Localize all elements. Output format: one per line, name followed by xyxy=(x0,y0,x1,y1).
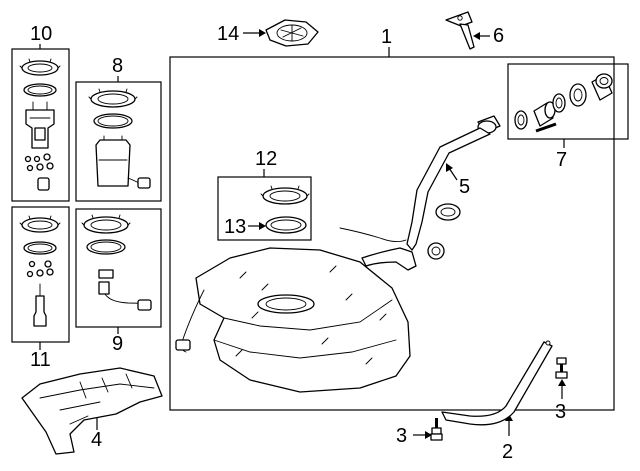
callout-12: 12 xyxy=(255,148,277,170)
callout-1: 1 xyxy=(381,26,392,48)
pump-cover-part-14 xyxy=(265,19,319,47)
callout-3-right: 3 xyxy=(555,401,566,423)
callout-10: 10 xyxy=(30,23,52,45)
box-fuel-tank-group xyxy=(169,56,615,411)
filler-pipe-part-5 xyxy=(339,115,501,271)
seal-kit-part-7 xyxy=(514,73,613,133)
lock-ring-part-12 xyxy=(260,185,310,205)
o-ring-part-13 xyxy=(265,216,307,234)
callout-14: 14 xyxy=(217,23,239,45)
callout-8: 8 xyxy=(112,55,123,77)
callout-9: 9 xyxy=(112,333,123,355)
box-part-7 xyxy=(507,63,629,140)
callout-4: 4 xyxy=(91,429,102,451)
heat-shield-part-4 xyxy=(21,367,163,455)
tank-strap-part-2 xyxy=(441,340,553,426)
level-sender-part-9 xyxy=(81,214,152,311)
pump-module-part-8 xyxy=(88,88,151,189)
fuel-tank-part-1 xyxy=(175,247,411,393)
callout-2: 2 xyxy=(502,441,513,463)
callout-11: 11 xyxy=(30,349,51,371)
callout-7: 7 xyxy=(556,149,567,171)
pump-kit-part-10 xyxy=(19,58,61,191)
filler-bracket-part-6 xyxy=(445,11,475,50)
callout-3-left: 3 xyxy=(396,425,407,447)
strap-bolt-part-3 xyxy=(430,357,568,441)
callout-5: 5 xyxy=(459,176,470,198)
callout-13: 13 xyxy=(224,216,246,238)
sender-kit-part-11 xyxy=(19,215,61,327)
callout-6: 6 xyxy=(493,25,504,47)
